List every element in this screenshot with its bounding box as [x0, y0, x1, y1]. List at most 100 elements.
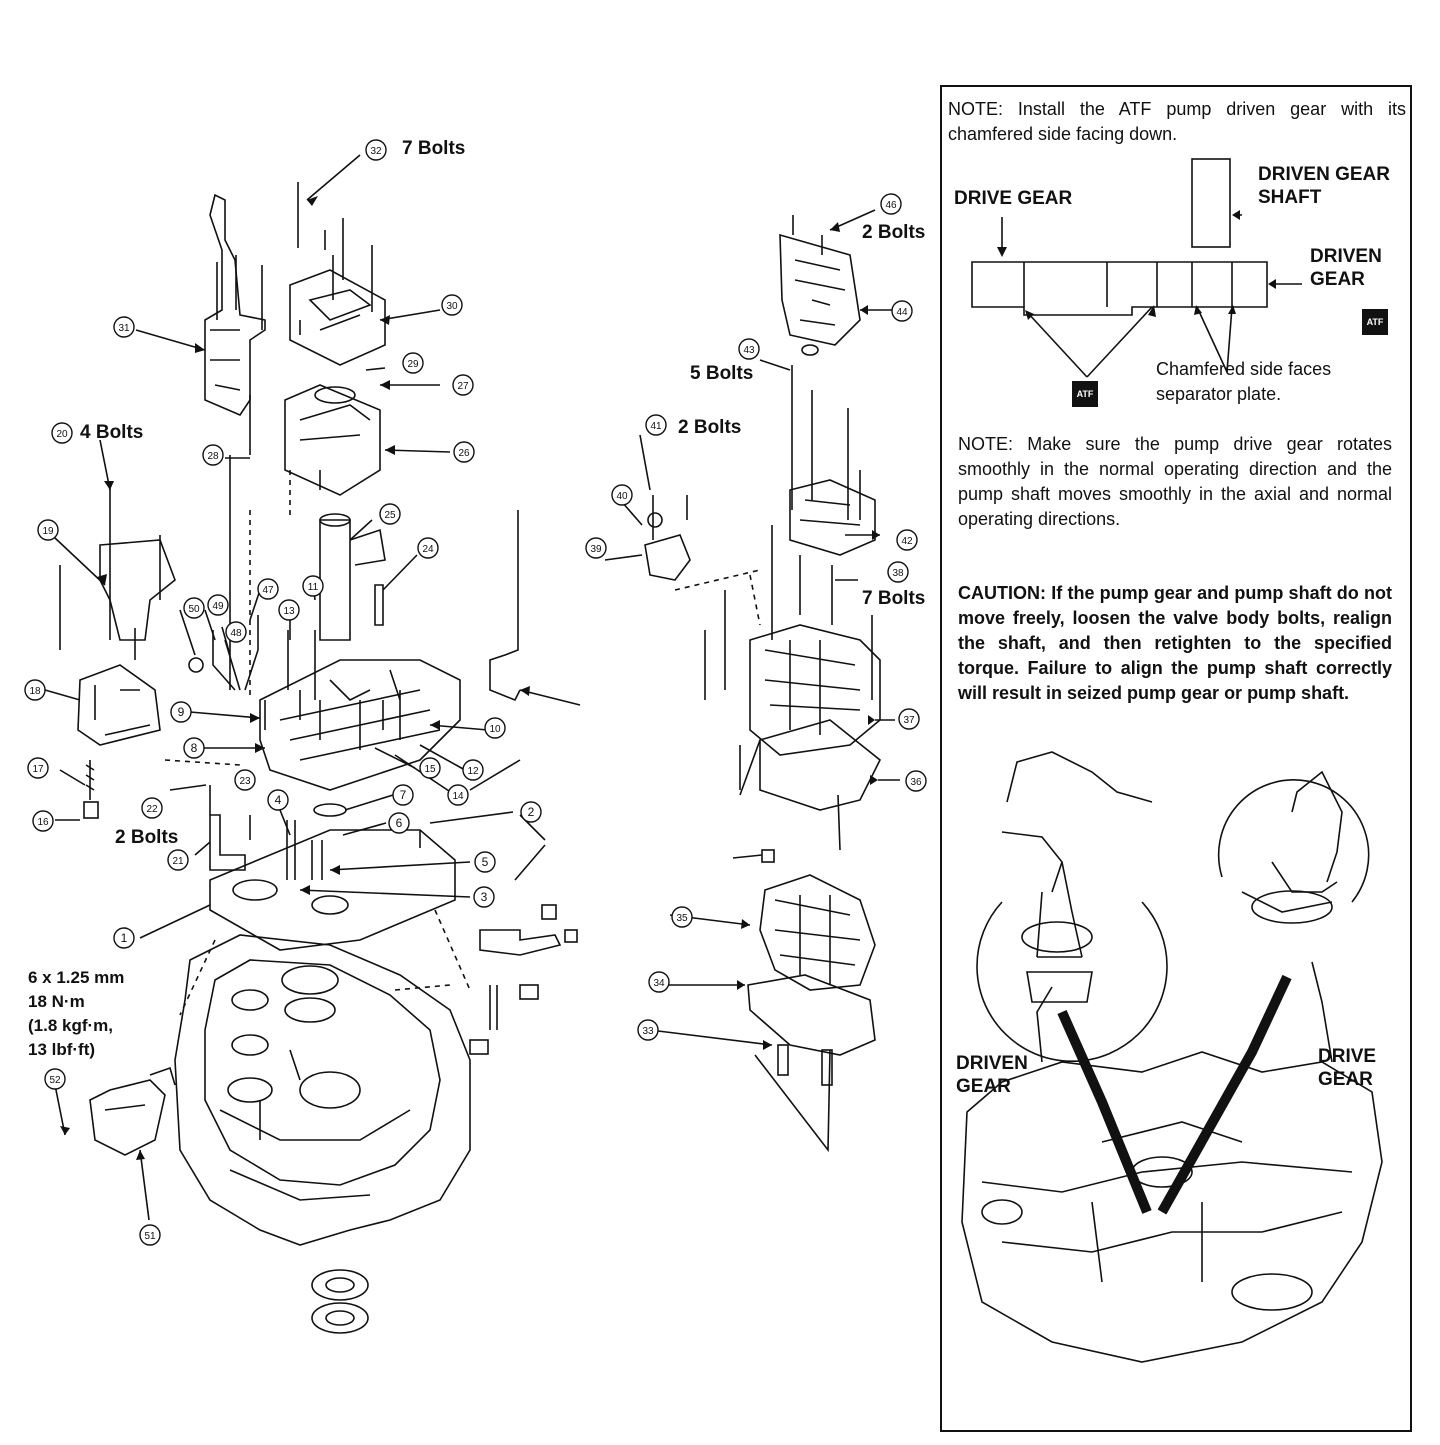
part-callout-number-16: 16	[37, 817, 49, 828]
leader-arrowheads	[60, 196, 880, 1160]
driven-gear-shaft-label: DRIVEN GEAR SHAFT	[1258, 164, 1390, 208]
part-callout-number-24: 24	[422, 544, 434, 555]
photo-drive-gear-label: DRIVE GEAR	[1318, 1046, 1377, 1090]
part-callout-number-3: 3	[481, 890, 488, 904]
part-callout-circle-50	[183, 597, 205, 619]
part-callout-circle-37	[898, 708, 920, 730]
part-callout-number-5: 5	[482, 855, 489, 869]
part-callout-number-39: 39	[590, 544, 602, 555]
part-callout-circle-38	[887, 561, 909, 583]
bolt-label-43: 5 Bolts	[690, 363, 754, 384]
part-callout-circle-48	[225, 621, 247, 643]
caution-text: If the pump gear and pump shaft do not m…	[958, 583, 1392, 703]
part-callout-circle-22	[141, 797, 163, 819]
part-callout-number-8: 8	[191, 741, 198, 755]
instruction-panel: NOTE: Install the ATF pump driven gear w…	[940, 85, 1412, 1432]
part-callout-circle-10	[484, 717, 506, 739]
part-callout-circle-5	[474, 851, 496, 873]
part-callout-circle-34	[648, 971, 670, 993]
part-callout-circle-36	[905, 770, 927, 792]
part-callout-number-15: 15	[424, 764, 436, 775]
torque-spec: 6 x 1.25 mm 18 N·m (1.8 kgf·m, 13 lbf·ft…	[28, 966, 124, 1062]
part-callout-circle-31	[113, 316, 135, 338]
part-callout-circle-23	[234, 769, 256, 791]
part-callout-circle-9	[170, 701, 192, 723]
part-callout-circle-27	[452, 374, 474, 396]
atf-badge-right: ATF	[1362, 309, 1388, 335]
part-callout-circle-44	[891, 300, 913, 322]
part-callout-number-48: 48	[230, 628, 242, 639]
part-callout-circle-29	[402, 352, 424, 374]
part-callout-number-9: 9	[178, 705, 185, 719]
part-callout-number-51: 51	[144, 1231, 156, 1242]
part-callout-circle-32	[365, 139, 387, 161]
part-callout-circle-51	[139, 1224, 161, 1246]
part-callout-number-37: 37	[903, 715, 915, 726]
part-callout-number-4: 4	[275, 793, 282, 807]
part-callout-circle-39	[585, 537, 607, 559]
torque-spec-nm: 18 N·m	[28, 992, 85, 1011]
part-callout-number-36: 36	[910, 777, 922, 788]
part-callout-number-32: 32	[370, 146, 382, 157]
part-callout-circle-49	[207, 594, 229, 616]
drive-gear-label: DRIVE GEAR	[954, 188, 1073, 209]
part-callout-circle-14	[447, 784, 469, 806]
part-callout-circle-40	[611, 484, 633, 506]
bolt-label-41: 2 Bolts	[678, 417, 742, 438]
part-callout-number-19: 19	[42, 526, 54, 537]
part-callout-circle-2	[520, 801, 542, 823]
part-callout-number-41: 41	[650, 421, 662, 432]
bolt-label-20: 4 Bolts	[80, 422, 144, 443]
part-callout-number-34: 34	[653, 978, 665, 989]
part-callout-number-40: 40	[616, 491, 628, 502]
part-callout-number-22: 22	[146, 804, 158, 815]
part-callout-number-44: 44	[896, 307, 908, 318]
bolt-label-32: 7 Bolts	[402, 138, 466, 159]
part-callout-circle-26	[453, 441, 475, 463]
part-callout-circle-8	[183, 737, 205, 759]
part-number-callouts: 1234567891011121314151617181920212223242…	[24, 139, 927, 1246]
torque-spec-size: 6 x 1.25 mm	[28, 968, 125, 987]
part-callout-circle-20	[51, 422, 73, 444]
part-callout-circle-33	[637, 1019, 659, 1041]
part-callout-number-23: 23	[239, 776, 251, 787]
part-callout-circle-18	[24, 679, 46, 701]
part-callout-number-10: 10	[489, 724, 501, 735]
part-callout-circle-7	[392, 784, 414, 806]
part-callout-circle-28	[202, 444, 224, 466]
part-callout-circle-52	[44, 1068, 66, 1090]
gear-diagram	[971, 158, 1302, 378]
chamfer-label: Chamfered side faces separator plate.	[1156, 359, 1332, 404]
part-callout-circle-1	[113, 927, 135, 949]
part-callout-number-25: 25	[384, 510, 396, 521]
part-callout-number-18: 18	[29, 686, 41, 697]
part-callout-number-17: 17	[32, 764, 44, 775]
part-callout-circle-42	[896, 529, 918, 551]
part-callout-number-33: 33	[642, 1026, 654, 1037]
bolt-label-46: 2 Bolts	[862, 222, 926, 243]
part-callout-circle-30	[441, 294, 463, 316]
part-callout-circle-15	[419, 757, 441, 779]
part-callout-number-46: 46	[885, 200, 897, 211]
part-callout-number-27: 27	[457, 381, 469, 392]
part-callout-number-30: 30	[446, 301, 458, 312]
note2-text: Make sure the pump drive gear rotates sm…	[958, 434, 1392, 529]
part-callout-number-20: 20	[56, 429, 68, 440]
part-callout-circle-41	[645, 414, 667, 436]
caution-label: CAUTION:	[958, 583, 1046, 603]
part-callout-circle-46	[880, 193, 902, 215]
torque-spec-kgf: (1.8 kgf·m,	[28, 1016, 114, 1035]
part-callout-circle-25	[379, 503, 401, 525]
part-callout-number-42: 42	[901, 536, 913, 547]
part-callout-number-49: 49	[212, 601, 224, 612]
bolt-label-38: 7 Bolts	[862, 588, 926, 609]
part-callout-number-29: 29	[407, 359, 419, 370]
part-callout-circle-16	[32, 810, 54, 832]
part-callout-number-2: 2	[528, 805, 535, 819]
torque-spec-lbf: 13 lbf·ft)	[28, 1040, 96, 1059]
part-callout-circle-11	[302, 575, 324, 597]
part-callout-number-35: 35	[676, 913, 688, 924]
part-callout-number-50: 50	[188, 604, 200, 615]
